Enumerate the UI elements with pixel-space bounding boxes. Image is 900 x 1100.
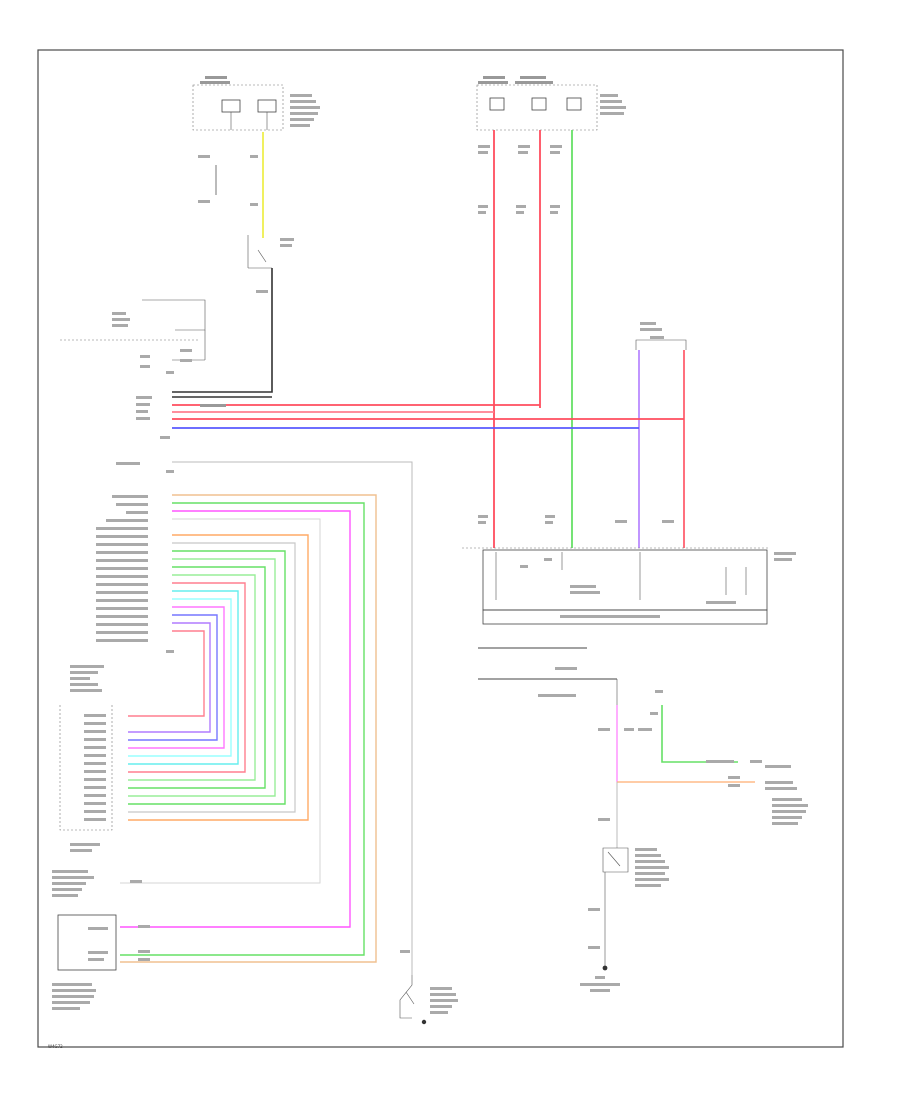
wire-lightgreen-loop-1	[128, 558, 276, 797]
footer-code: W4G72	[48, 1044, 63, 1049]
component-right-loop	[635, 322, 687, 350]
fuse-block-left-text	[200, 76, 320, 127]
lower-left-sensor	[52, 914, 150, 1010]
buckle-switch	[580, 847, 669, 992]
fuse-block-right	[476, 76, 626, 131]
signal-harness-labels	[96, 495, 174, 653]
wire-green-seat	[661, 705, 738, 763]
wire-violet-loop-1	[128, 622, 211, 733]
seat-belt-switch	[399, 950, 458, 1025]
fuse-block-left	[192, 84, 284, 131]
wire-cyan-loop-2	[128, 598, 232, 757]
wire-gray-bottom-switch	[172, 461, 413, 975]
lower-left-module-2	[52, 870, 142, 897]
component-left-mid	[60, 299, 206, 374]
wire-tan-loop	[120, 494, 377, 963]
wire-green-loop-2	[128, 566, 266, 789]
wire-cyan-loop-1	[128, 590, 239, 765]
wire-green-loop	[120, 502, 365, 956]
wire-red-loop-1	[128, 630, 205, 717]
lower-right-section	[478, 667, 618, 705]
control-unit-right	[462, 515, 796, 625]
wire-black-main	[172, 268, 273, 393]
diagram-frame	[37, 49, 844, 1048]
wire-magenta-loop-1	[128, 606, 225, 749]
wire-lightgreen-loop-2	[128, 574, 256, 781]
wire-pink-loop-1	[128, 582, 246, 773]
wire-blue-loop-1	[128, 614, 218, 741]
lower-left-module	[59, 665, 113, 852]
wire-magenta-loop	[120, 510, 351, 928]
wire-orange-loop	[128, 534, 309, 821]
wire-gray-loop-1	[128, 542, 296, 813]
bus-labels	[136, 396, 226, 439]
ignition-switch-symbol	[247, 235, 294, 269]
wire-green-loop-1	[128, 550, 286, 805]
wire-gray-loop-outer	[120, 518, 321, 884]
